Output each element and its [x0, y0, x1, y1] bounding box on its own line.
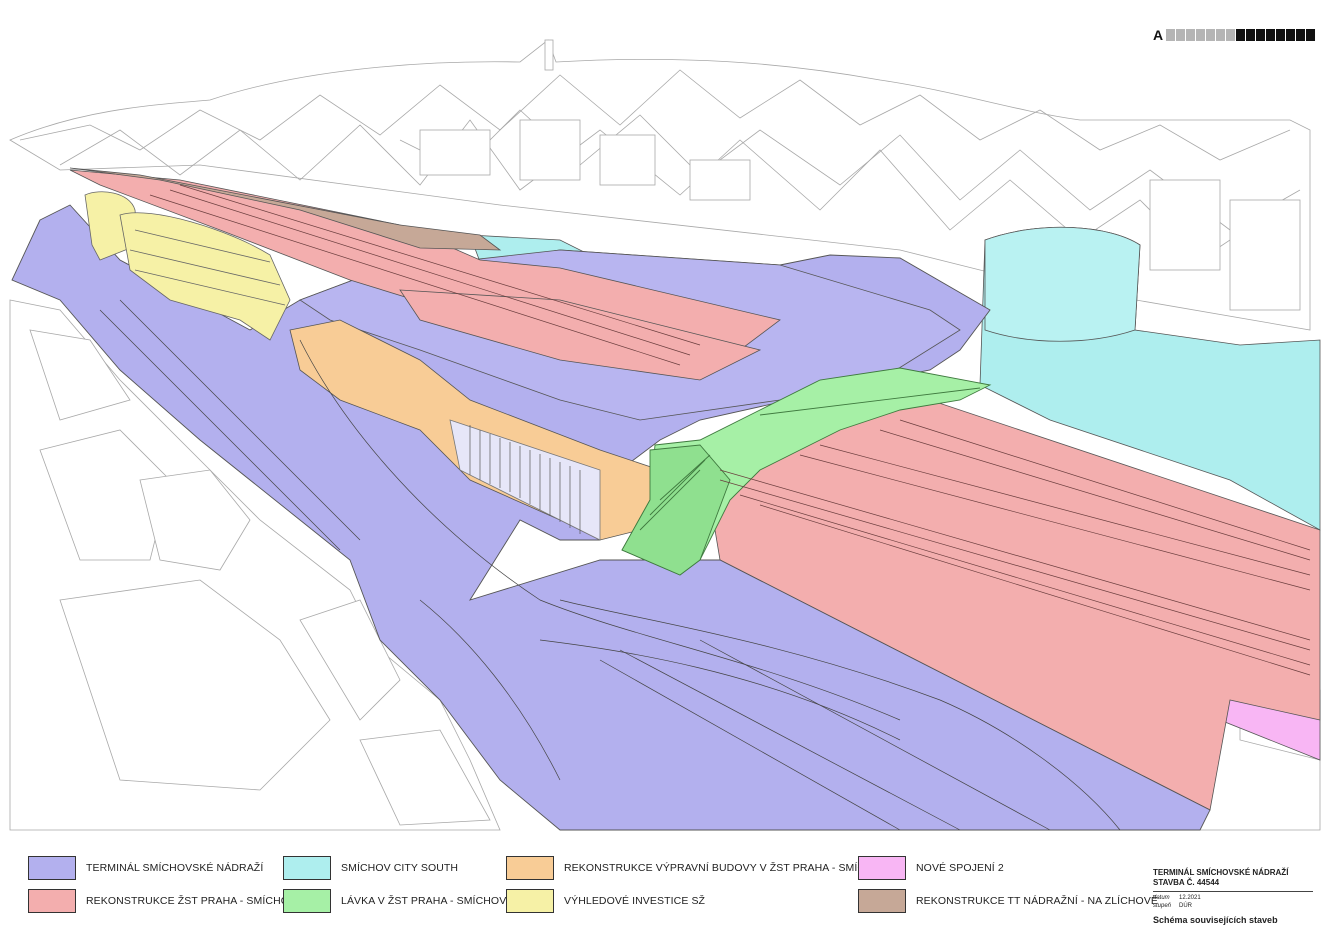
legend-swatch [858, 889, 906, 913]
area-vyhledove-investice [84, 191, 291, 341]
title-block: TERMINÁL SMÍCHOVSKÉ NÁDRAŽÍ STAVBA Č. 44… [1153, 868, 1313, 925]
legend-item-vyhledove: VÝHLEDOVÉ INVESTICE SŽ [506, 888, 705, 914]
scale-block [1286, 29, 1296, 41]
legend-item-vypravni-budova: REKONSTRUKCE VÝPRAVNÍ BUDOVY V ŽST PRAHA… [506, 855, 888, 881]
sheet-indicator: A [1153, 27, 1316, 43]
legend-swatch [28, 856, 76, 880]
scale-block [1256, 29, 1266, 41]
road-lines [99, 299, 1121, 831]
area-zst-platforms [399, 289, 762, 381]
legend-swatch [506, 856, 554, 880]
date-label: datum [1153, 895, 1170, 901]
legend-swatch [283, 889, 331, 913]
scale-block [1306, 29, 1316, 41]
area-tt [69, 167, 502, 251]
scale-block [1186, 29, 1196, 41]
scale-block [1246, 29, 1256, 41]
left-buildings [9, 299, 501, 831]
project-name: TERMINÁL SMÍCHOVSKÉ NÁDRAŽÍ [1153, 868, 1289, 877]
legend-label: REKONSTRUKCE TT NÁDRAŽNÍ - NA ZLÍCHOVĚ [916, 895, 1159, 907]
legend-item-tt: REKONSTRUKCE TT NÁDRAŽNÍ - NA ZLÍCHOVĚ [858, 888, 1158, 914]
legend-item-terminal: TERMINÁL SMÍCHOVSKÉ NÁDRAŽÍ [28, 855, 263, 881]
legend-item-city-south: SMÍCHOV CITY SOUTH [283, 855, 458, 881]
scale-block [1236, 29, 1246, 41]
legend-label: LÁVKA V ŽST PRAHA - SMÍCHOV [341, 895, 507, 907]
legend-label: VÝHLEDOVÉ INVESTICE SŽ [564, 895, 706, 907]
sheet-letter: A [1153, 27, 1164, 43]
legend-swatch [506, 889, 554, 913]
legend-label: NOVÉ SPOJENÍ 2 [916, 862, 1004, 874]
project-number: STAVBA Č. 44544 [1153, 878, 1220, 887]
area-lavka [621, 367, 992, 576]
scale-block [1216, 29, 1226, 41]
legend: TERMINÁL SMÍCHOVSKÉ NÁDRAŽÍ SMÍCHOV CITY… [28, 855, 1158, 917]
legend-label: REKONSTRUKCE ŽST PRAHA - SMÍCHOV [86, 895, 297, 907]
scale-block [1296, 29, 1306, 41]
legend-swatch [28, 889, 76, 913]
scale-block [1176, 29, 1186, 41]
scale-block [1196, 29, 1206, 41]
legend-label: REKONSTRUKCE VÝPRAVNÍ BUDOVY V ŽST PRAHA… [564, 862, 889, 874]
legend-label: SMÍCHOV CITY SOUTH [341, 862, 459, 874]
stage-value: DÚR [1179, 903, 1192, 909]
legend-item-zst: REKONSTRUKCE ŽST PRAHA - SMÍCHOV [28, 888, 296, 914]
rail-tracks [149, 184, 1311, 676]
scale-block [1266, 29, 1276, 41]
legend-label: TERMINÁL SMÍCHOVSKÉ NÁDRAŽÍ [86, 862, 264, 874]
legend-item-nove-spojeni: NOVÉ SPOJENÍ 2 [858, 855, 1004, 881]
legend-item-lavka: LÁVKA V ŽST PRAHA - SMÍCHOV [283, 888, 506, 914]
area-vypravni-budova [289, 319, 661, 541]
title-divider [1153, 891, 1313, 892]
scale-block [1226, 29, 1236, 41]
station-facade-lines [469, 425, 581, 534]
stage-label: stupeň [1153, 903, 1172, 909]
drawing-caption: Schéma souvisejících staveb [1153, 915, 1278, 925]
stage-row: stupeň DÚR [1153, 902, 1313, 910]
scale-block [1166, 29, 1176, 41]
date-value: 12.2021 [1179, 895, 1201, 901]
scale-block [1276, 29, 1286, 41]
legend-swatch [283, 856, 331, 880]
date-row: datum 12.2021 [1153, 894, 1313, 902]
legend-swatch [858, 856, 906, 880]
scale-block [1206, 29, 1216, 41]
